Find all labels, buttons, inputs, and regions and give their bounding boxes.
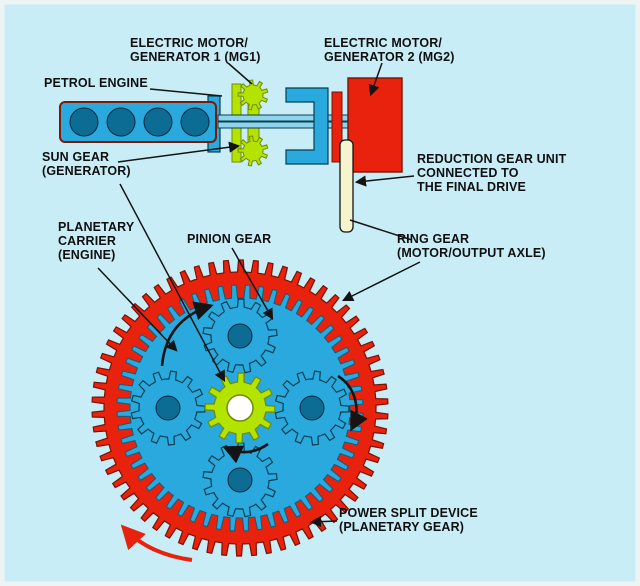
leader-line-ring-gear-axle (349, 219, 413, 241)
mg2-rotor-plate (331, 91, 343, 163)
sun-gear-bore (226, 394, 254, 422)
pinion-hub-top (227, 323, 253, 349)
pinion-hub-right (299, 395, 325, 421)
label-reduction-gear: REDUCTION GEAR UNIT CONNECTED TO THE FIN… (417, 152, 567, 194)
engine-cylinder-3 (143, 107, 173, 137)
leader-line-petrol-engine (149, 88, 223, 97)
power-split-device-assembly (91, 259, 389, 557)
leader-lines (97, 62, 421, 528)
label-planetary-carrier: PLANETARY CARRIER (ENGINE) (58, 220, 135, 262)
label-power-split: POWER SPLIT DEVICE (PLANETARY GEAR) (339, 506, 478, 534)
label-sun-gear: SUN GEAR (GENERATOR) (42, 150, 131, 178)
engine-cylinder-2 (106, 107, 136, 137)
label-petrol-engine: PETROL ENGINE (44, 76, 148, 90)
leader-line-power-split (309, 516, 338, 528)
mg2-block (347, 77, 403, 173)
carrier-rotation-arrow (160, 301, 214, 367)
leader-line-pinion-gear (231, 247, 274, 320)
label-mg1: ELECTRIC MOTOR/ GENERATOR 1 (MG1) (130, 36, 261, 64)
leader-line-reduction-gear (354, 175, 415, 187)
sun-rotation-arrow (222, 442, 269, 464)
leader-line-planetary-carrier (97, 267, 178, 352)
pinion-hub-left (155, 395, 181, 421)
rotation-arrows (120, 301, 368, 562)
leader-line-ring-gear (341, 261, 421, 302)
engine-cylinder-1 (69, 107, 99, 137)
reduction-gear-bar (339, 139, 354, 233)
petrol-engine-block (59, 101, 217, 143)
pinion-rotation-arrow (337, 374, 368, 432)
label-ring-gear: RING GEAR (MOTOR/OUTPUT AXLE) (397, 232, 546, 260)
mg1-gear-top (237, 79, 269, 111)
leader-line-mg2 (368, 62, 383, 97)
carrier-bracket (285, 87, 329, 165)
ring-rotation-arrow (120, 524, 193, 562)
engine-cylinder-4 (180, 107, 210, 137)
leader-line-sun-gear-diagram (119, 183, 226, 382)
label-pinion-gear: PINION GEAR (187, 232, 272, 246)
leader-line-sun-gear-schematic (117, 141, 241, 163)
label-mg2: ELECTRIC MOTOR/ GENERATOR 2 (MG2) (324, 36, 455, 64)
pinion-hub-bottom (227, 467, 253, 493)
leader-line-mg1 (227, 62, 253, 85)
